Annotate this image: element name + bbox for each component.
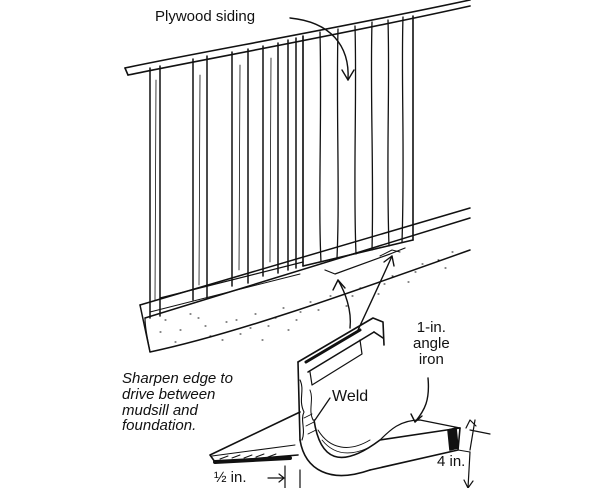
plywood-siding xyxy=(302,15,414,267)
angle-iron-line-2: angle xyxy=(413,334,450,352)
four-inch-label: 4 in. xyxy=(437,453,466,470)
plywood-siding-label: Plywood siding xyxy=(155,8,256,25)
angle-iron-label: 1-in. angle iron xyxy=(413,320,450,367)
angle-iron-line-1: 1-in. xyxy=(416,319,446,336)
angle-iron-line-3: iron xyxy=(418,350,444,368)
angle-iron-leader xyxy=(410,377,430,423)
sill-arrows xyxy=(332,255,395,331)
top-plate xyxy=(124,0,471,76)
sharpen-line-3: mudsill and xyxy=(122,401,198,419)
sharpen-line-4: foundation. xyxy=(122,417,197,435)
half-inch-label: ½ in. xyxy=(214,469,247,486)
mudsill xyxy=(139,207,471,319)
sharpen-line-1: Sharpen edge to xyxy=(122,370,233,387)
weld-label: Weld xyxy=(332,388,369,405)
angle-iron xyxy=(209,317,471,477)
half-inch-dimension xyxy=(267,465,301,488)
weld-leader xyxy=(314,397,331,421)
sharpen-edge-label: Sharpen edge to drive between mudsill an… xyxy=(122,371,233,434)
sharpen-line-2: drive between xyxy=(122,385,216,403)
siding-arrow xyxy=(289,17,355,81)
four-inch-dimension xyxy=(463,419,491,488)
foundation xyxy=(139,249,471,353)
